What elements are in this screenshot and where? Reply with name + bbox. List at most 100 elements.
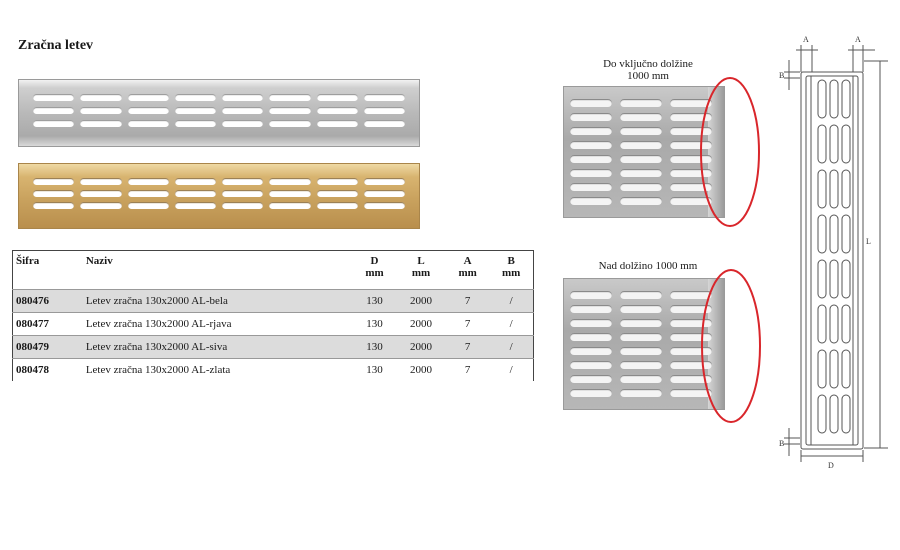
- cell-code: 080478: [12, 358, 83, 381]
- vent-slot: [174, 120, 216, 127]
- vent-slot: [620, 141, 662, 149]
- vent-slot: [316, 107, 358, 114]
- vent-silver-photo: [18, 79, 420, 147]
- drawing-slot: [841, 259, 851, 299]
- label-b-bottom: B: [779, 439, 784, 448]
- drawing-slot: [829, 394, 839, 434]
- page-title: Zračna letev: [18, 38, 94, 53]
- vent-detail-long-photo: [563, 278, 725, 410]
- vent-slot: [620, 127, 662, 135]
- header-code: Šifra: [16, 255, 40, 267]
- vent-slot: [620, 319, 662, 327]
- vent-slot: [363, 178, 405, 185]
- cell-l: 2000: [396, 289, 446, 313]
- drawing-slot: [817, 169, 827, 209]
- caption-up-to-value: 1000 mm: [627, 70, 669, 82]
- vent-slot: [670, 141, 712, 149]
- vent-slot: [363, 190, 405, 197]
- cell-d: 130: [352, 312, 397, 336]
- drawing-slot: [829, 169, 839, 209]
- vent-slot: [670, 389, 712, 397]
- vent-slot: [222, 178, 264, 185]
- vent-slot: [670, 333, 712, 341]
- vent-slot: [222, 190, 264, 197]
- drawing-slot: [817, 214, 827, 254]
- label-d: D: [828, 461, 834, 470]
- vent-slot: [363, 202, 405, 209]
- vent-slot: [269, 120, 311, 127]
- highlight-ellipse-top: [700, 77, 760, 227]
- drawing-slot: [817, 304, 827, 344]
- vent-slot: [620, 347, 662, 355]
- vent-slot: [174, 202, 216, 209]
- vent-slot: [670, 99, 712, 107]
- vent-slot: [620, 99, 662, 107]
- vent-slot: [670, 361, 712, 369]
- vent-slot: [670, 347, 712, 355]
- drawing-slot: [829, 259, 839, 299]
- drawing-slot: [817, 79, 827, 119]
- cell-l: 2000: [396, 358, 446, 381]
- vent-slot: [80, 178, 122, 185]
- cell-a: 7: [445, 312, 490, 336]
- vent-slot: [269, 178, 311, 185]
- vent-slot: [570, 127, 612, 135]
- vent-slot: [620, 389, 662, 397]
- cell-a: 7: [445, 335, 490, 359]
- vent-slot: [127, 94, 169, 101]
- label-l: L: [866, 237, 871, 246]
- vent-slot: [570, 305, 612, 313]
- vent-slot: [127, 178, 169, 185]
- vent-slot: [670, 291, 712, 299]
- vent-slot: [570, 169, 612, 177]
- drawing-slot: [817, 124, 827, 164]
- vent-slot: [33, 202, 75, 209]
- cell-name: Letev zračna 130x2000 AL-rjava: [82, 312, 353, 336]
- vent-slot: [316, 190, 358, 197]
- vent-slot: [269, 107, 311, 114]
- vent-gold-photo: [18, 163, 420, 229]
- vent-slot: [174, 107, 216, 114]
- vent-slot: [670, 197, 712, 205]
- drawing-inner-frame: [805, 75, 859, 446]
- cell-d: 130: [352, 335, 397, 359]
- vent-slot: [127, 190, 169, 197]
- vent-slot: [620, 333, 662, 341]
- vent-slot: [570, 319, 612, 327]
- cell-d: 130: [352, 289, 397, 313]
- vent-slot: [316, 178, 358, 185]
- vent-slot: [174, 94, 216, 101]
- vent-slot: [570, 141, 612, 149]
- vent-slot: [570, 99, 612, 107]
- cell-b: /: [489, 335, 534, 359]
- vent-slot: [222, 107, 264, 114]
- cell-l: 2000: [396, 335, 446, 359]
- table-row: 080478 Letev zračna 130x2000 AL-zlata 13…: [12, 358, 534, 381]
- vent-slot: [174, 178, 216, 185]
- vent-slot: [570, 183, 612, 191]
- table-row: 080476 Letev zračna 130x2000 AL-bela 130…: [12, 289, 534, 313]
- cell-a: 7: [445, 358, 490, 381]
- drawing-slot: [829, 349, 839, 389]
- caption-up-to: Do vključno dolžine 1000 mm: [578, 58, 718, 82]
- caption-over: Nad dolžino 1000 mm: [598, 260, 698, 272]
- cell-name: Letev zračna 130x2000 AL-siva: [82, 335, 353, 359]
- vent-slot: [620, 291, 662, 299]
- vent-slot: [222, 94, 264, 101]
- label-a-left: A: [803, 35, 809, 44]
- table-row: 080479 Letev zračna 130x2000 AL-siva 130…: [12, 335, 534, 359]
- label-a-right: A: [855, 35, 861, 44]
- vent-slot: [670, 169, 712, 177]
- drawing-slot: [841, 124, 851, 164]
- drawing-slot: [841, 79, 851, 119]
- vent-slot: [33, 94, 75, 101]
- vent-slot: [570, 155, 612, 163]
- drawing-slot: [841, 304, 851, 344]
- drawing-slot: [841, 169, 851, 209]
- cell-code: 080476: [12, 289, 83, 313]
